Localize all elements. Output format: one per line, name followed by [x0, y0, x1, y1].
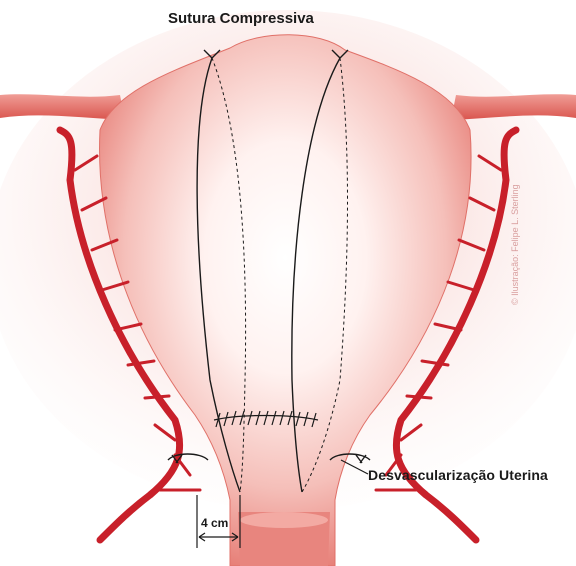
devascularization-label: Desvascularização Uterina	[368, 467, 548, 483]
measurement-label: 4 cm	[201, 516, 228, 530]
suture-title: Sutura Compressiva	[168, 10, 314, 27]
cervix-opening	[240, 512, 328, 528]
illustration-credit: © Ilustração: Felipe L. Sterling	[510, 184, 520, 305]
